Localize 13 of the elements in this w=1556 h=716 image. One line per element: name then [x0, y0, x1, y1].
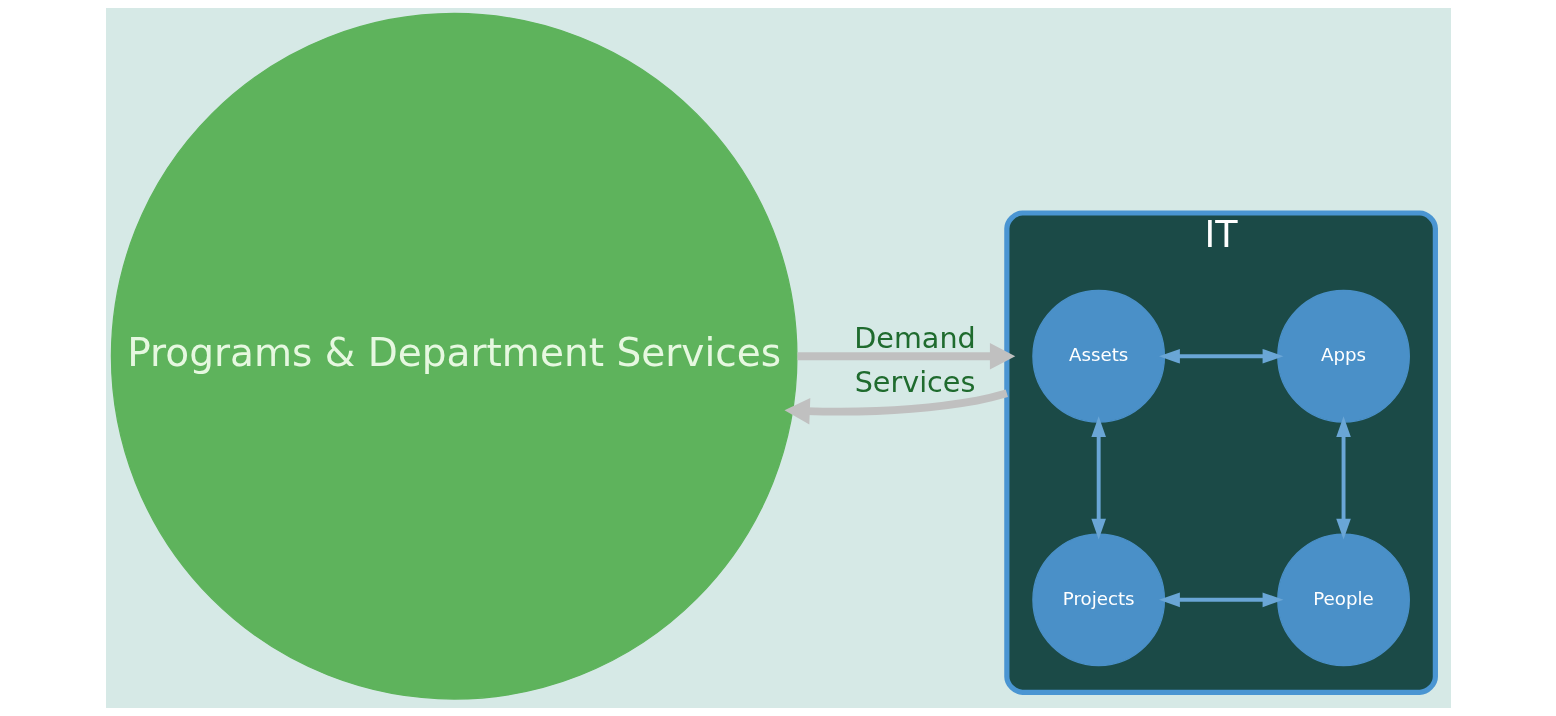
node-circle: People: [1276, 533, 1410, 667]
arrow: [1335, 416, 1351, 540]
node-circle: Programs & Department Services: [110, 12, 798, 700]
edge-label: Demand: [853, 320, 976, 355]
arrow: [1158, 592, 1283, 608]
arrow: [784, 389, 1008, 425]
node-circle: Apps: [1276, 289, 1410, 423]
node-circle: Assets: [1031, 289, 1165, 423]
node-circle: Projects: [1031, 533, 1165, 667]
arrow: [1090, 416, 1106, 540]
arrow: [1158, 348, 1283, 364]
arrow: [797, 342, 1015, 370]
edge-label: Services: [854, 365, 975, 400]
